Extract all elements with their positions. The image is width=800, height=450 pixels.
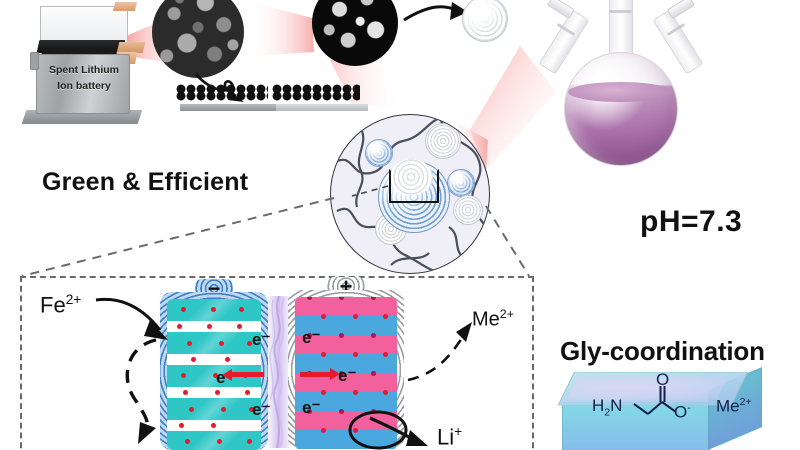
negative-electrode-shell <box>160 292 268 450</box>
teal-layer-5 <box>167 431 261 450</box>
layered-electrode-right <box>272 84 368 111</box>
fe-ion-label: Fe2+ <box>40 292 81 318</box>
sem-cathode-powder-image <box>152 0 244 78</box>
gap-1 <box>167 321 261 332</box>
gap-3 <box>167 387 261 398</box>
glycine-coordination-cube: H2N O O- Me2+ <box>548 367 784 450</box>
electron-label-cathode-2: e⁻ <box>338 366 357 385</box>
inset-crop-box <box>389 169 439 203</box>
layered-electrode-left <box>176 84 276 111</box>
nano-white-1 <box>425 123 461 159</box>
negative-electrode: − <box>160 277 268 450</box>
nano-core-cap <box>389 159 433 195</box>
battery-caption: Spent Lithium Ion battery <box>42 62 126 94</box>
li-charge: + <box>454 424 463 439</box>
spent-lithium-ion-battery: Spent Lithium Ion battery <box>18 2 148 130</box>
li-ion-label: Li+ <box>437 424 462 450</box>
glycine-amine-label: H2N <box>592 396 623 419</box>
green-efficient-label: Green & Efficient <box>42 168 249 196</box>
polymer-nanoparticle-inset <box>330 114 490 274</box>
electron-label-anode-3: e⁻ <box>252 400 271 419</box>
teal-layer-2 <box>167 332 261 354</box>
flask-neck-right <box>652 9 704 75</box>
me-symbol: Me <box>472 308 500 331</box>
separator-fibers <box>269 295 285 449</box>
electron-label-anode-1: e⁻ <box>252 330 271 349</box>
pink-layer-1 <box>295 297 397 316</box>
fe-symbol: Fe <box>40 292 66 318</box>
li-symbol: Li <box>437 424 455 450</box>
electron-arrow-left <box>230 372 264 377</box>
me-charge: 2+ <box>499 307 514 321</box>
gap-4 <box>167 420 261 431</box>
flask-bulb <box>564 52 678 166</box>
electron-label-cathode-3: e⁻ <box>302 398 321 417</box>
battery-casing <box>36 54 130 114</box>
expansion-line-left <box>21 197 335 277</box>
teal-layer-4 <box>167 398 261 420</box>
beam-sem2-left <box>250 2 314 56</box>
expansion-line-right <box>485 205 530 277</box>
copper-foil-top <box>112 2 138 11</box>
flask-solution-surface <box>568 82 672 102</box>
flask-lip-left <box>547 0 575 20</box>
blue-layer-2 <box>295 352 397 373</box>
glycine-carbonyl-oxygen: O <box>656 370 670 389</box>
electron-label-cathode-1: e⁻ <box>302 328 321 347</box>
me-ion-label: Me2+ <box>472 307 514 332</box>
flask-neck-left <box>538 9 590 75</box>
cube-metal-ion-label: Me2+ <box>716 396 752 416</box>
mechanism-boundary-box <box>20 276 534 450</box>
nano-white-2 <box>453 195 483 225</box>
battery-terminal-tab <box>30 52 39 70</box>
ph-label: pH=7.3 <box>640 205 743 238</box>
blue-layer-3 <box>295 390 397 411</box>
electrolyte-separator <box>268 295 290 449</box>
flask-ring-center <box>609 10 632 13</box>
sem-leached-residue-image <box>312 0 398 66</box>
gap-2 <box>167 354 261 365</box>
blue-layer-4 <box>295 428 397 449</box>
fe-charge: 2+ <box>65 292 82 307</box>
teal-layer-3 <box>167 365 261 387</box>
teal-layer-1 <box>167 299 261 321</box>
blue-layer-1 <box>295 314 397 335</box>
nanoparticle-sphere-icon <box>462 0 508 42</box>
glycine-carboxyl-oxygen: O- <box>674 402 691 422</box>
pink-layer-2 <box>295 333 397 354</box>
glycine-skeleton <box>633 386 677 415</box>
gly-coordination-label: Gly-coordination <box>560 336 765 366</box>
electron-arrow-right <box>300 368 340 380</box>
battery-caption-line2: Ion battery <box>57 80 111 92</box>
nano-blue-2 <box>447 169 475 197</box>
negative-electrode-stack <box>167 299 261 450</box>
arrow-top-right-flask <box>403 5 461 22</box>
battery-caption-line1: Spent Lithium <box>49 64 119 76</box>
three-neck-round-bottom-flask <box>520 0 710 194</box>
flask-lip-right <box>667 0 695 20</box>
nano-blue-1 <box>365 139 393 167</box>
